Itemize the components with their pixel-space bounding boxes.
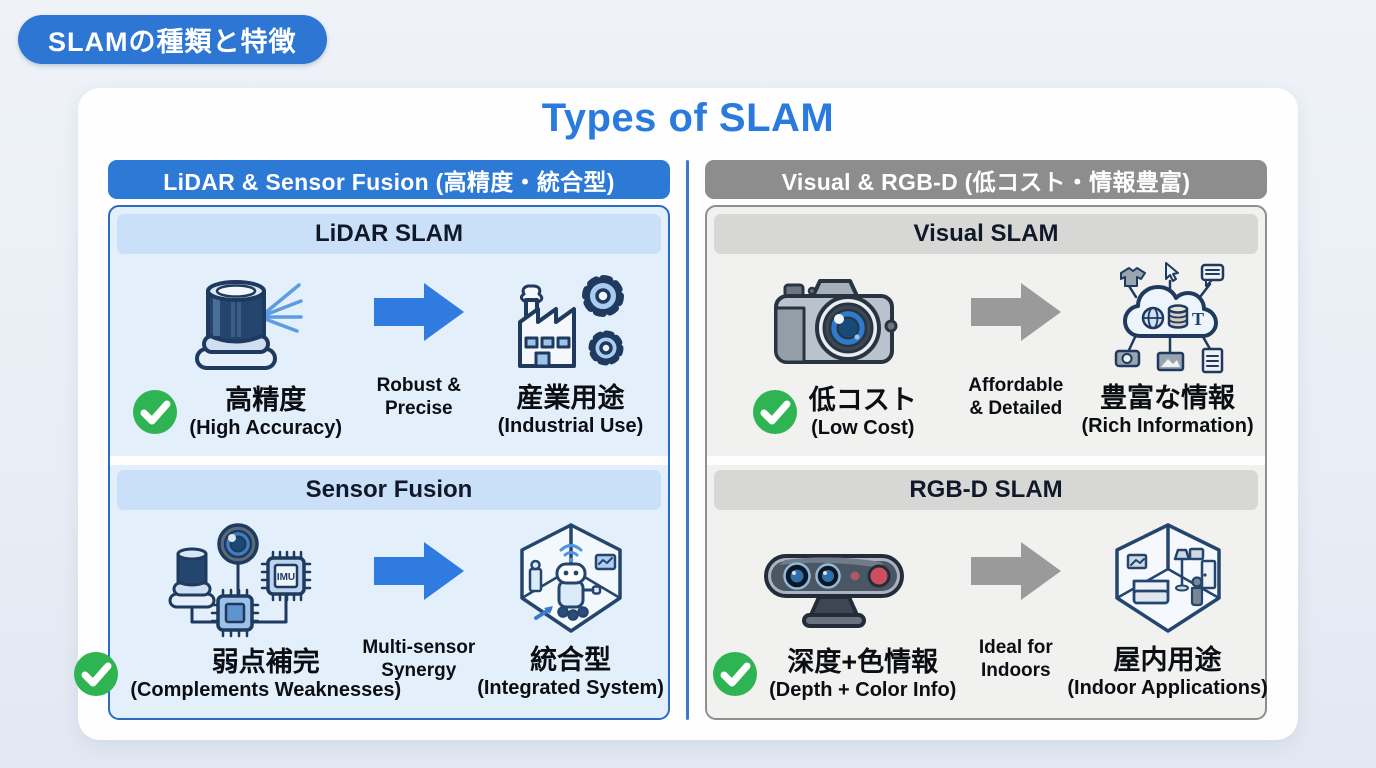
rgbd-slam-result: 屋内用途 (Indoor Applications): [1067, 512, 1268, 717]
check-icon: [712, 651, 758, 697]
result-label: 産業用途: [516, 383, 625, 413]
column-header-visual: Visual & RGB-D (低コスト・情報豊富): [705, 160, 1267, 199]
rgbd-slam-transition: Ideal for Indoors: [953, 512, 1078, 717]
source-label: 弱点補完: [211, 647, 320, 677]
sensor-fusion-result: 統合型 (Integrated System): [477, 512, 664, 717]
lidar-scanner-icon: [171, 256, 304, 382]
lidar-slam-title: LiDAR SLAM: [315, 220, 463, 247]
rgbd-slam-content: 深度+色情報 (Depth + Color Info) Ideal for In…: [712, 512, 1268, 717]
room-interior-icon: [1098, 512, 1238, 644]
arrow-right-icon: [373, 256, 464, 368]
sensor-fusion-transition: Multi-sensor Synergy: [356, 512, 481, 717]
visual-slam-title: Visual SLAM: [913, 220, 1059, 247]
result-sublabel: (Rich Information): [1081, 415, 1254, 437]
visual-slam-content: 低コスト (Low Cost) Affordable & Detailed: [715, 256, 1257, 454]
source-sublabel: (Complements Weaknesses): [130, 679, 402, 701]
source-label: 深度+色情報: [787, 647, 939, 677]
lidar-slam-result: 産業用途 (Industrial Use): [481, 256, 660, 454]
column-header-lidar: LiDAR & Sensor Fusion (高精度・統合型): [108, 160, 670, 199]
robot-room-icon: [506, 512, 636, 644]
section-separator: [707, 456, 1265, 465]
transition-line1: Robust &: [376, 375, 462, 396]
column-divider: [686, 160, 689, 720]
sensor-fusion-source: 弱点補完 (Complements Weaknesses): [118, 512, 401, 717]
result-sublabel: (Indoor Applications): [1067, 677, 1268, 699]
section-title-lidar-slam: LiDAR SLAM: [117, 214, 661, 254]
arrow-right-icon: [970, 256, 1061, 368]
transition-line2: Precise: [384, 398, 453, 419]
sensor-network-icon: [158, 512, 316, 644]
sensor-fusion-content: 弱点補完 (Complements Weaknesses) Multi-sens…: [118, 512, 664, 717]
result-sublabel: (Integrated System): [477, 677, 664, 699]
lidar-column-box: LiDAR SLAM 高精度 (High Accuracy): [108, 205, 670, 720]
visual-slam-transition: Affordable & Detailed: [953, 256, 1078, 454]
transition-line2: Synergy: [381, 660, 457, 681]
result-label: 統合型: [530, 645, 612, 675]
source-sublabel: (Depth + Color Info): [769, 679, 957, 701]
arrow-right-icon: [373, 512, 464, 630]
result-label: 豊富な情報: [1100, 383, 1236, 413]
rgbd-sensor-icon: [759, 512, 909, 644]
badge-label: SLAMの種類と特徴: [48, 27, 297, 57]
lidar-slam-transition: Robust & Precise: [356, 256, 481, 454]
visual-slam-source: 低コスト (Low Cost): [715, 256, 953, 454]
main-card: Types of SLAM LiDAR & Sensor Fusion (高精度…: [78, 88, 1298, 740]
rgbd-slam-title: RGB-D SLAM: [909, 476, 1063, 503]
section-separator: [110, 456, 668, 465]
arrow-right-icon: [970, 512, 1061, 630]
slide-badge: SLAMの種類と特徴: [18, 15, 327, 64]
check-icon: [132, 389, 178, 435]
cloud-data-icon: [1100, 256, 1236, 382]
transition-line2: & Detailed: [969, 398, 1063, 419]
visual-column-box: Visual SLAM 低コスト (Low Cost): [705, 205, 1268, 720]
check-icon: [752, 389, 798, 435]
page-title: Types of SLAM: [541, 96, 835, 140]
source-sublabel: (High Accuracy): [189, 417, 343, 439]
lidar-slam-content: 高精度 (High Accuracy) Robust & Precise: [118, 256, 660, 454]
column-header-visual-label: Visual & RGB-D (低コスト・情報豊富): [781, 168, 1191, 195]
factory-gears-icon: [514, 256, 628, 382]
source-label: 高精度: [225, 385, 307, 415]
lidar-slam-source: 高精度 (High Accuracy): [118, 256, 356, 454]
result-label: 屋内用途: [1113, 645, 1222, 675]
transition-line2: Indoors: [980, 660, 1051, 681]
check-icon: [73, 651, 119, 697]
section-title-sensor-fusion: Sensor Fusion: [117, 470, 661, 510]
camera-icon: [769, 256, 899, 382]
source-sublabel: (Low Cost): [811, 417, 915, 439]
transition-line1: Ideal for: [978, 637, 1053, 658]
sensor-fusion-title: Sensor Fusion: [305, 476, 473, 503]
source-label: 低コスト: [808, 385, 917, 415]
transition-line1: Affordable: [968, 375, 1064, 396]
transition-line1: Multi-sensor: [362, 637, 476, 658]
rgbd-slam-source: 深度+色情報 (Depth + Color Info): [712, 512, 957, 717]
section-title-visual-slam: Visual SLAM: [714, 214, 1258, 254]
column-header-lidar-label: LiDAR & Sensor Fusion (高精度・統合型): [163, 168, 615, 195]
result-sublabel: (Industrial Use): [497, 415, 644, 437]
visual-slam-result: 豊富な情報 (Rich Information): [1078, 256, 1257, 454]
section-title-rgbd-slam: RGB-D SLAM: [714, 470, 1258, 510]
